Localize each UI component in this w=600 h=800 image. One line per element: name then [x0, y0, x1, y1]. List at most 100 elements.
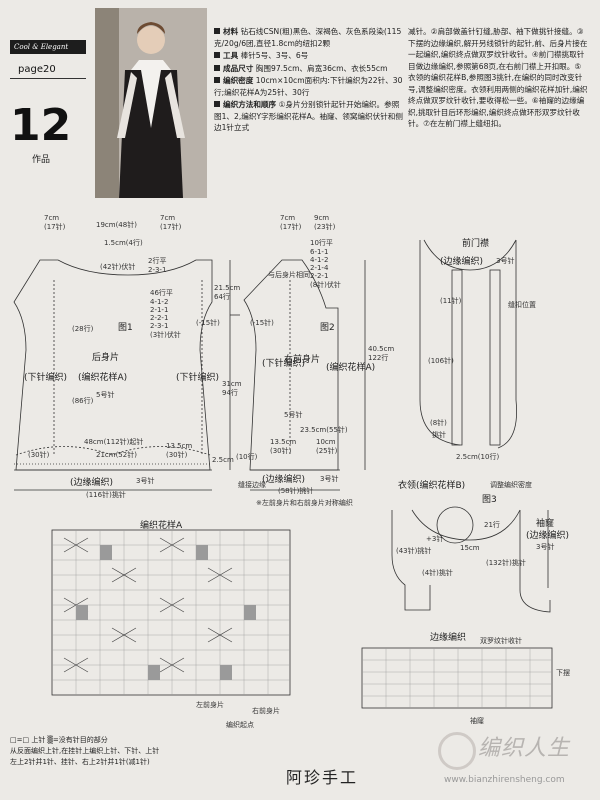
collar-circle	[436, 506, 474, 544]
model-photo	[95, 8, 207, 198]
placket-rows1: (11针)	[440, 297, 462, 305]
fig1-hem-h: 2.5cm	[212, 456, 234, 464]
page-number: page20	[18, 64, 56, 75]
fig3-title: 图3	[482, 495, 497, 505]
bullet-icon	[214, 28, 220, 34]
pattern-a-title: 编织花样A	[140, 521, 183, 531]
fig1-border-total: (116针)挑针	[86, 491, 126, 499]
armhole-right	[519, 510, 551, 613]
fig2-dec: 10行平 6-1-1 4-1-2 2-1-4 2-2-1 (8针)伏针	[310, 239, 341, 289]
gauge-label: 编织密度	[223, 76, 254, 85]
back-body-outline	[13, 259, 213, 471]
spec-column-right: 减针。②肩部做盖针钉缝,胁部、袖下做挑针接缝。③下摆的边缘编织,解开另线锁针的起…	[408, 27, 588, 128]
fig2-bottom: 10cm (25针)	[316, 438, 338, 455]
method-text: ①身片分别锁针起针开始编织。参照图1、2,编织Y字形编织花样A。袖窿、领窝编织伏…	[214, 100, 403, 132]
bullet-icon	[214, 52, 220, 58]
fig2-needle: 5号针	[284, 411, 303, 419]
border-title: 边缘编织	[430, 633, 467, 643]
signature: 阿珍手工	[286, 768, 359, 787]
fig1-bottom-right: 13.5cm (30针)	[166, 442, 193, 459]
fig1-piece: 后身片	[92, 353, 120, 363]
fig1-top-mid: 19cm(48针)	[96, 221, 137, 229]
fig2-border-needle: 3号针	[320, 475, 339, 483]
fig1-side-rows: (28行)	[72, 325, 94, 333]
fig2-piece: 右前身片	[284, 355, 321, 365]
border-end: 双罗纹针收针	[480, 637, 522, 645]
fig2-armhole-st: (-15针)	[250, 319, 274, 327]
materials-text: 钻石线CSN(粗)黑色、深褐色、灰色系段染(115克/20g/6团,直径1.8c…	[214, 27, 402, 48]
fig1-side-right: (下针编织)	[176, 373, 220, 383]
bullet-icon	[214, 101, 220, 107]
tools-label: 工具	[223, 51, 239, 60]
collar-left	[391, 510, 431, 611]
fig1-border-label: (边缘编织)	[70, 478, 114, 488]
header-divider	[10, 78, 86, 79]
border-armhole: 袖窿	[470, 717, 484, 725]
fig1-needle: 5号针	[96, 391, 115, 399]
placket-strip	[451, 269, 463, 446]
size-label: 成品尺寸	[223, 63, 254, 73]
materials-label: 材料	[223, 27, 239, 36]
bullet-icon	[214, 77, 220, 83]
placket-neck-curve	[423, 239, 517, 271]
fig1-body-h: 31cm 94行	[222, 380, 242, 397]
placket-title: 前门襟	[462, 239, 490, 249]
brand-label: Cool & Elegant	[10, 40, 86, 54]
fig1-dec-rows: 2行平 2-3-1	[148, 257, 167, 274]
fig1-top-left: 7cm (17针)	[44, 214, 66, 231]
fig1-neck-depth: 1.5cm(4行)	[104, 239, 143, 247]
fig1-armhole-st: (-15针)	[196, 319, 220, 327]
placket-rows2: (106针)	[428, 357, 454, 365]
fig2-note: ※左前身片和右前身片对称编织	[256, 499, 353, 507]
legend-line-2: 从反面编织上针,在挂针上编织上针、下针、上针	[10, 747, 160, 755]
fig3-armhole-label: (边缘编织)	[526, 531, 570, 541]
tools-text: 棒针5号、3号、6号	[240, 51, 309, 60]
fig3-st2: (4针)挑针	[422, 569, 453, 577]
work-label: 作品	[32, 155, 51, 165]
fig1-bottom-left: (30针)	[28, 451, 50, 459]
fig2-side-left: (下针编织)	[262, 359, 306, 369]
pattern-a-left-dec: 左前身片	[196, 701, 224, 709]
fig1-top-right: 7cm (17针)	[160, 214, 182, 231]
placket-pick: 挑针	[432, 431, 446, 439]
method-label: 编织方法和顺序	[223, 100, 277, 109]
fig1-title: 图1	[118, 323, 133, 333]
pattern-a-right-dec: 右前身片	[252, 707, 280, 715]
pattern-diagrams	[13, 239, 553, 709]
size-text: 胸围97.5cm、肩宽36cm、衣长55cm	[255, 63, 388, 73]
watermark-url: www.bianzhirensheng.com	[444, 775, 565, 785]
border-hem: 下摆	[556, 669, 570, 677]
fig1-dec-rows2: 46行平 4-1-2 2-1-1 2-2-1 2-3-1 (3针)伏针	[150, 289, 181, 339]
fig3-st5: 21行	[484, 521, 500, 529]
fig2-border-st: (58针)挑针	[278, 487, 314, 495]
gauge-text: 10cm×10cm面积内:下针编织为22针、30行;编织花样A为25针、30行	[214, 76, 403, 97]
placket-label: (边缘编织)	[440, 257, 484, 267]
pattern-a-chart	[51, 529, 291, 696]
placket-buttonhole: 缝扣位置	[508, 301, 536, 309]
placket-size: 2.5cm(10行)	[456, 453, 500, 461]
fig2-cast: 23.5cm(55针)	[300, 426, 348, 434]
fig1-bottom-cast: 48cm(112针)起针	[84, 438, 144, 446]
border-chart	[361, 647, 553, 709]
spec-column-left: 材料 钻石线CSN(粗)黑色、深褐色、灰色系段染(115克/20g/6团,直径1…	[214, 26, 404, 135]
fig1-pattern: (编织花样A)	[78, 373, 128, 383]
placket-rows3: (8针)	[430, 419, 447, 427]
fig2-seam: 缝接边缘	[238, 481, 266, 489]
fig1-side-rows2: (86行)	[72, 397, 94, 405]
fig1-border-needle: 3号针	[136, 477, 155, 485]
fig2-border-label: (边缘编织)	[262, 475, 306, 485]
fig3-st6: 15cm	[460, 544, 480, 552]
fig2-mid: 13.5cm (30针)	[270, 438, 297, 455]
fig2-body-h: 40.5cm 122行	[368, 345, 395, 362]
fig2-top-left: 7cm (17针)	[280, 214, 302, 231]
fig1-hem-rows: (10行)	[236, 453, 258, 461]
pattern-a-start: 编织起点	[226, 721, 254, 729]
fig3-st4: +3针	[426, 535, 444, 543]
bullet-icon	[214, 64, 220, 71]
fig1-armhole-h: 21.5cm 64行	[214, 284, 241, 301]
fig1-bind-off: (42针)伏针	[100, 263, 136, 271]
fig3-st3: (132针)挑针	[486, 559, 526, 567]
fig2-title: 图2	[320, 323, 335, 333]
legend-line-3: 左上2针并1针、挂针、右上2针并1针(减1针)	[10, 758, 150, 766]
